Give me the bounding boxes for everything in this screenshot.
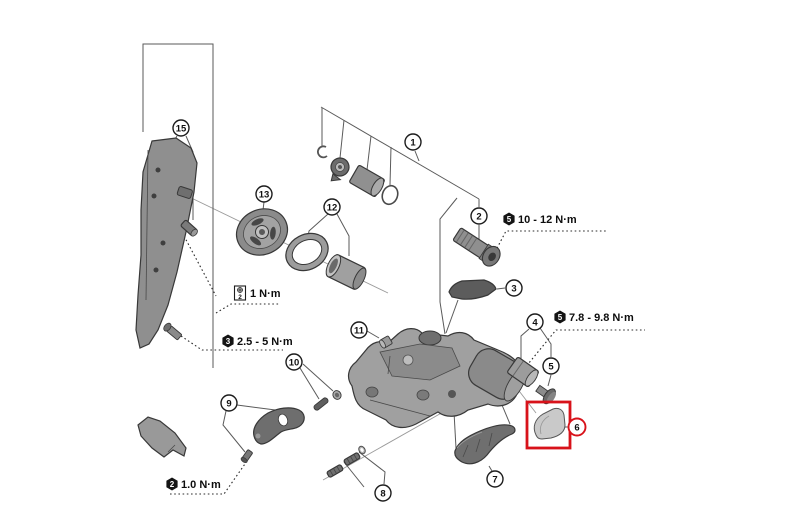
- svg-text:2.5 - 5 N·m: 2.5 - 5 N·m: [237, 336, 293, 348]
- svg-text:11: 11: [354, 326, 365, 337]
- svg-text:2: 2: [476, 212, 481, 223]
- part-snap-clip: [317, 145, 328, 159]
- torque-note-3: 3 2.5 - 5 N·m: [222, 334, 293, 348]
- part-label-11[interactable]: 11: [350, 321, 368, 339]
- svg-text:5: 5: [558, 313, 563, 322]
- part-label-8[interactable]: 8: [374, 484, 392, 502]
- svg-text:1.0 N·m: 1.0 N·m: [181, 479, 221, 491]
- part-bracket-bolt: [240, 449, 253, 464]
- svg-text:8: 8: [380, 489, 385, 500]
- part-label-13[interactable]: 13: [255, 185, 273, 203]
- svg-text:2: 2: [170, 480, 175, 489]
- part-label-1[interactable]: 1: [404, 133, 422, 151]
- part-label-2[interactable]: 2: [470, 207, 488, 225]
- torque-note-2: 5 7.8 - 9.8 N·m: [554, 310, 634, 324]
- dotted-leader-lines: [170, 230, 645, 495]
- svg-text:1: 1: [410, 138, 416, 149]
- svg-text:12: 12: [327, 203, 338, 214]
- part-skid-cover: [454, 424, 516, 465]
- hex-wrench-icon: 5: [554, 310, 566, 324]
- part-label-5[interactable]: 5: [542, 357, 560, 375]
- phillips-screwdriver-icon: 2: [233, 285, 247, 301]
- svg-text:3: 3: [226, 337, 231, 346]
- hex-wrench-icon: 5: [503, 212, 515, 226]
- part-axle-bracket: [330, 157, 350, 182]
- part-pulley-bolt: [163, 322, 182, 341]
- torque-note-4: 2 1.0 N·m: [166, 477, 221, 491]
- part-outer-plate: [135, 137, 198, 349]
- part-label-3[interactable]: 3: [505, 279, 523, 297]
- part-pivot-bushing: [507, 356, 539, 388]
- part-axle-sleeve: [349, 164, 385, 198]
- part-wedge-cover-highlighted: [533, 407, 566, 440]
- part-label-10[interactable]: 10: [285, 353, 303, 371]
- svg-text:3: 3: [511, 284, 516, 295]
- svg-text:5: 5: [507, 215, 512, 224]
- part-label-7[interactable]: 7: [486, 470, 504, 488]
- hex-wrench-icon: 3: [222, 334, 234, 348]
- part-label-4[interactable]: 4: [526, 313, 544, 331]
- svg-text:10 - 12 N·m: 10 - 12 N·m: [518, 214, 577, 226]
- part-bushing-cylinder: [325, 254, 367, 290]
- part-pulley-wheel: [235, 208, 289, 256]
- part-end-cap: [379, 335, 393, 349]
- part-derailleur-body: [347, 328, 527, 429]
- hex-wrench-icon: 2: [166, 477, 178, 491]
- svg-text:15: 15: [176, 124, 187, 135]
- svg-text:2: 2: [238, 294, 242, 301]
- part-pin-and-nut: [313, 390, 342, 411]
- part-plate-pin: [180, 219, 198, 237]
- svg-text:1 N·m: 1 N·m: [250, 288, 281, 300]
- part-cover-plate-small: [448, 279, 497, 300]
- svg-text:5: 5: [548, 362, 554, 373]
- torque-note-5: 2 1 N·m: [233, 285, 281, 301]
- svg-text:7: 7: [492, 475, 497, 486]
- svg-text:6: 6: [574, 423, 579, 434]
- part-label-9[interactable]: 9: [220, 394, 238, 412]
- svg-text:10: 10: [289, 358, 300, 369]
- part-washer-ring: [285, 232, 329, 272]
- part-o-ring: [381, 184, 399, 206]
- svg-text:7.8 - 9.8 N·m: 7.8 - 9.8 N·m: [569, 312, 634, 324]
- part-label-12[interactable]: 12: [323, 198, 341, 216]
- part-cage-arm: [137, 416, 187, 458]
- part-label-6-highlighted[interactable]: 6: [567, 417, 587, 437]
- svg-text:9: 9: [226, 399, 231, 410]
- part-label-15[interactable]: 15: [172, 119, 190, 137]
- torque-note-1: 5 10 - 12 N·m: [503, 212, 577, 226]
- part-cable-bracket: [253, 407, 305, 445]
- part-mounting-bolt: [452, 227, 501, 267]
- svg-text:13: 13: [259, 190, 270, 201]
- svg-text:4: 4: [532, 318, 538, 329]
- part-screw-set: [326, 445, 366, 478]
